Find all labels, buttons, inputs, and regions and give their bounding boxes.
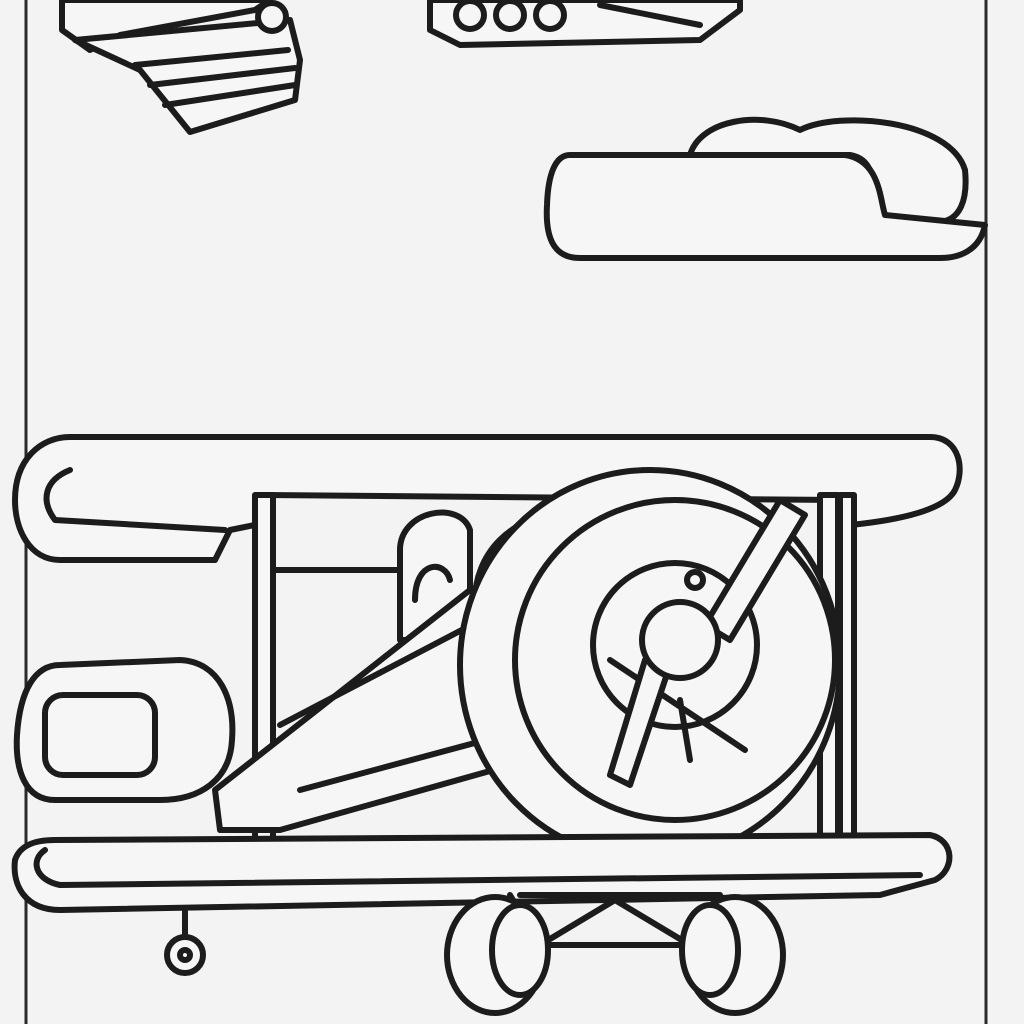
line-art-stroke [597,2,703,28]
line-art-stroke [132,47,298,108]
lower-wing [11,832,953,913]
cloud [543,116,988,261]
engine-propeller [457,467,843,863]
line-art-stroke [533,0,567,32]
line-art-stroke [679,902,741,998]
line-art-stroke [590,560,760,730]
line-art-stroke [255,0,289,34]
propeller-hub [639,599,721,681]
landing-gear [444,892,786,1016]
line-art-stroke [177,947,193,963]
line-art-stroke [489,902,551,998]
plane-top [427,0,743,48]
line-art-stroke [164,934,206,976]
tail-wheel [164,907,206,976]
line-art-stroke [512,497,838,823]
line-art-stroke [543,152,988,261]
line-art-stroke [607,657,748,763]
line-art-stroke [453,0,487,32]
line-art-stroke [493,0,527,32]
upper-wing-fold [43,467,228,533]
line-art-stroke [427,0,743,48]
lower-wing-fold [33,847,923,888]
propeller-blade-upper [702,497,808,643]
line-art-stroke [72,17,303,135]
line-art-stroke [684,569,706,591]
tail [13,657,236,803]
banner-top-left [59,0,303,135]
line-art-stroke [412,563,453,603]
line-art-stroke [42,692,158,778]
